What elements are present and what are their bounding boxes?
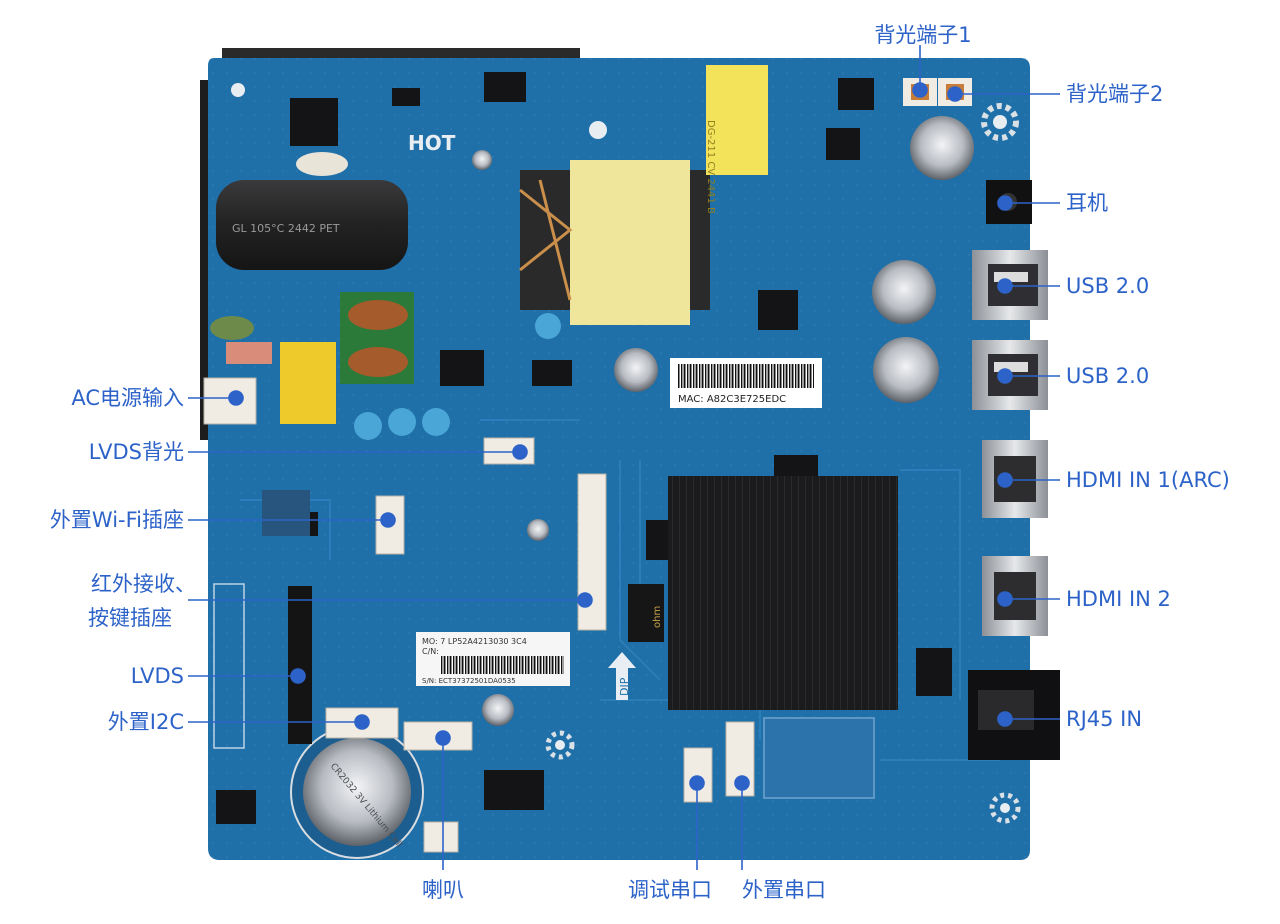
electrolytic-caps — [472, 116, 974, 726]
pin-headers — [213, 583, 312, 749]
leader-backlight1 — [912, 45, 928, 98]
wifi-chip-shield — [262, 490, 310, 536]
white-connectors — [203, 377, 755, 853]
leader-usb1 — [997, 278, 1060, 294]
svg-text:S/N: ECT37372501DA0535: S/N: ECT37372501DA0535 — [422, 677, 516, 685]
label-ir-line2: 按键插座 — [88, 606, 172, 630]
fuse — [226, 342, 272, 364]
svg-text:GL 105°C 2442 PET: GL 105°C 2442 PET — [232, 222, 340, 235]
label-hdmi-2: HDMI IN 2 — [1066, 587, 1171, 611]
label-rj45: RJ45 IN — [1066, 707, 1143, 731]
leader-ac — [188, 390, 244, 406]
hdmi-port-2 — [982, 556, 1048, 636]
leader-speaker — [435, 730, 451, 870]
label-lvds: LVDS — [130, 664, 184, 688]
rj45-port — [968, 670, 1060, 760]
label-usb-2: USB 2.0 — [1066, 364, 1150, 388]
leader-wifi — [188, 512, 396, 528]
leader-lvds-backlight — [188, 444, 528, 460]
leader-debug — [689, 775, 705, 870]
common-mode-choke — [340, 292, 414, 384]
leader-rj45 — [997, 711, 1060, 727]
leader-lvds — [188, 668, 306, 684]
label-lvds-backlight: LVDS背光 — [88, 440, 184, 464]
leader-backlight2 — [947, 86, 1060, 102]
x-capacitor — [280, 342, 336, 424]
leader-hdmi2 — [997, 591, 1060, 607]
label-backlight-terminal-1: 背光端子1 — [874, 23, 972, 47]
svg-text:C/N:: C/N: — [422, 647, 439, 656]
svg-text:ohm: ohm — [652, 606, 663, 628]
svg-text:MO: 7 LP52A4213030 3C4: MO: 7 LP52A4213030 3C4 — [422, 637, 527, 646]
leader-ext-serial — [734, 775, 750, 870]
y-capacitors — [354, 313, 561, 440]
serial-sticker: MO: 7 LP52A4213030 3C4 C/N: S/N: ECT3737… — [416, 632, 570, 686]
hot-marking: HOT — [408, 131, 456, 155]
dip-arrow: DIP — [608, 652, 636, 700]
label-debug-serial: 调试串口 — [628, 878, 712, 902]
label-speaker: 喇叭 — [422, 878, 464, 902]
leader-ir — [188, 592, 593, 608]
svg-text:DIP: DIP — [618, 677, 631, 696]
chip-small — [628, 584, 664, 642]
varistor — [210, 316, 254, 340]
mac-sticker: MAC: A82C3E725EDC — [670, 358, 822, 408]
label-wifi-socket: 外置Wi-Fi插座 — [49, 508, 184, 532]
bulk-capacitor: GL 105°C 2442 PET — [216, 152, 408, 270]
main-transformer — [519, 160, 710, 325]
label-external-serial: 外置串口 — [742, 878, 826, 902]
svg-text:DG-211 CV 2441 B: DG-211 CV 2441 B — [705, 120, 716, 214]
yellow-capacitor-top: DG-211 CV 2441 B — [705, 65, 768, 214]
label-usb-1: USB 2.0 — [1066, 274, 1150, 298]
label-i2c: 外置I2C — [107, 710, 184, 734]
leader-usb2 — [997, 368, 1060, 384]
leader-i2c — [188, 714, 370, 730]
leader-earphone — [997, 195, 1060, 211]
label-ir-line1: 红外接收、 — [91, 572, 196, 596]
svg-text:MAC: A82C3E725EDC: MAC: A82C3E725EDC — [678, 394, 786, 405]
usb-port-2 — [972, 340, 1048, 410]
mounting-holes — [231, 83, 1021, 824]
soc-heatsink — [668, 476, 898, 710]
label-earphone: 耳机 — [1066, 191, 1108, 215]
label-ac-input: AC电源输入 — [71, 386, 184, 410]
label-backlight-terminal-2: 背光端子2 — [1066, 82, 1164, 106]
label-hdmi-1: HDMI IN 1(ARC) — [1066, 468, 1230, 492]
leader-hdmi1 — [997, 472, 1060, 488]
rf-shield — [763, 717, 875, 799]
